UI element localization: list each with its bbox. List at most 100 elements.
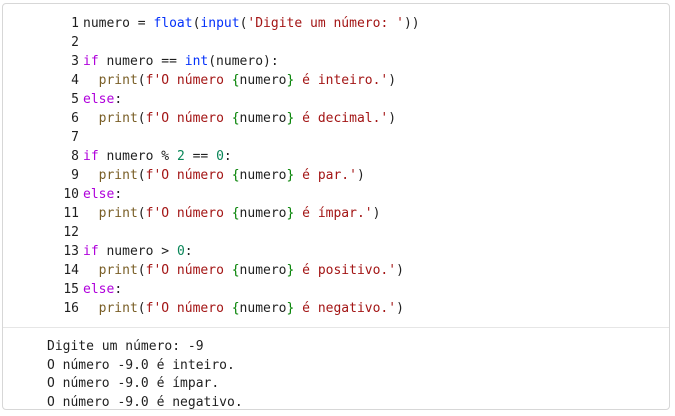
code-text: if numero % 2 == 0:	[83, 147, 232, 166]
code-text: else:	[83, 90, 122, 109]
code-editor[interactable]: 1 numero = float(input('Digite um número:…	[3, 14, 669, 318]
code-line[interactable]: 15 else:	[3, 280, 669, 299]
code-token: :	[114, 92, 123, 107]
code-token: int	[184, 54, 209, 69]
code-token: numero ==	[98, 54, 185, 69]
code-token: {	[231, 263, 240, 278]
code-token: 'Digite um número: '	[247, 16, 404, 31]
code-token: 0	[216, 149, 224, 164]
code-token: ))	[403, 16, 420, 31]
output-line: Digite um número: -9	[47, 339, 204, 354]
code-token: if	[83, 244, 99, 259]
code-token: print	[83, 73, 138, 88]
line-number: 11	[63, 206, 79, 221]
code-token: {	[231, 111, 240, 126]
code-text: print(f'O número {numero} é decimal.')	[83, 109, 396, 128]
code-line[interactable]: 8 if numero % 2 == 0:	[3, 147, 669, 166]
code-token: f'O número	[145, 263, 232, 278]
line-number: 15	[63, 282, 79, 297]
code-text: else:	[83, 185, 122, 204]
code-text: print(f'O número {numero} é inteiro.')	[83, 71, 396, 90]
code-token: }	[286, 301, 295, 316]
code-token: (	[137, 168, 146, 183]
code-text: print(f'O número {numero} é par.')	[83, 166, 365, 185]
code-token: é positivo.'	[294, 263, 397, 278]
output-line: O número -9.0 é negativo.	[47, 394, 243, 410]
line-number: 14	[63, 263, 79, 278]
code-text: if numero > 0:	[83, 242, 193, 261]
code-token: )	[388, 111, 397, 126]
code-token: else	[83, 187, 115, 202]
code-token: }	[286, 263, 295, 278]
code-token: f'O número	[145, 73, 232, 88]
line-number: 8	[71, 149, 79, 164]
code-token: )	[388, 73, 397, 88]
code-token: print	[83, 168, 138, 183]
code-text: print(f'O número {numero} é ímpar.')	[83, 204, 381, 223]
code-token: 0	[176, 244, 185, 259]
code-line[interactable]: 10 else:	[3, 185, 669, 204]
code-line[interactable]: 13 if numero > 0:	[3, 242, 669, 261]
code-text: else:	[83, 280, 122, 299]
code-token: {	[231, 206, 240, 221]
code-token: )	[356, 168, 365, 183]
code-token: {	[231, 168, 240, 183]
code-token: float	[153, 16, 193, 31]
code-token: f'O número	[145, 301, 232, 316]
output-line: O número -9.0 é ímpar.	[47, 376, 220, 391]
code-token: if	[83, 54, 99, 69]
code-token: (	[137, 111, 146, 126]
line-number: 13	[63, 244, 79, 259]
code-cell[interactable]: 1 numero = float(input('Digite um número:…	[2, 3, 670, 410]
output-divider	[3, 327, 669, 328]
cell-output: Digite um número: -9 O número -9.0 é inte…	[47, 338, 243, 412]
code-token: é ímpar.'	[294, 206, 373, 221]
line-number: 7	[71, 130, 79, 145]
code-token: numero	[83, 16, 130, 31]
code-token: 2	[176, 149, 185, 164]
code-token: numero	[239, 168, 287, 183]
line-number: 1	[71, 16, 79, 31]
code-token: }	[286, 111, 295, 126]
code-token: (	[192, 16, 201, 31]
code-token: print	[83, 111, 138, 126]
code-token: {	[231, 73, 240, 88]
code-token: else	[83, 92, 115, 107]
code-line[interactable]: 4 print(f'O número {numero} é inteiro.')	[3, 71, 669, 90]
code-line[interactable]: 1 numero = float(input('Digite um número:…	[3, 14, 669, 33]
code-token: print	[83, 263, 138, 278]
code-line[interactable]: 7	[3, 128, 669, 147]
code-line[interactable]: 6 print(f'O número {numero} é decimal.')	[3, 109, 669, 128]
code-token: (	[137, 206, 146, 221]
code-token: if	[83, 149, 99, 164]
code-line[interactable]: 2	[3, 33, 669, 52]
code-text: numero = float(input('Digite um número: …	[83, 14, 420, 33]
code-token: (	[239, 16, 248, 31]
line-number: 16	[63, 301, 79, 316]
line-number: 10	[63, 187, 79, 202]
code-text: print(f'O número {numero} é negativo.')	[83, 299, 404, 318]
code-line[interactable]: 5 else:	[3, 90, 669, 109]
code-token: f'O número	[145, 111, 232, 126]
code-token: print	[83, 301, 138, 316]
code-token: }	[286, 168, 295, 183]
code-token: ==	[184, 149, 217, 164]
line-number: 5	[71, 92, 79, 107]
code-line[interactable]: 11 print(f'O número {numero} é ímpar.')	[3, 204, 669, 223]
code-token: é par.'	[294, 168, 357, 183]
code-line[interactable]: 16 print(f'O número {numero} é negativo.…	[3, 299, 669, 318]
code-text: print(f'O número {numero} é positivo.')	[83, 261, 404, 280]
code-token: else	[83, 282, 115, 297]
code-token: numero	[239, 206, 287, 221]
code-line[interactable]: 9 print(f'O número {numero} é par.')	[3, 166, 669, 185]
code-token: (	[137, 73, 146, 88]
code-line[interactable]: 12	[3, 223, 669, 242]
output-line: O número -9.0 é inteiro.	[47, 357, 235, 373]
code-line[interactable]: 14 print(f'O número {numero} é positivo.…	[3, 261, 669, 280]
code-token: :	[114, 187, 123, 202]
code-token: numero	[239, 111, 287, 126]
code-text: if numero == int(numero):	[83, 52, 279, 71]
code-token: (numero):	[208, 54, 279, 69]
line-number: 9	[71, 168, 79, 183]
